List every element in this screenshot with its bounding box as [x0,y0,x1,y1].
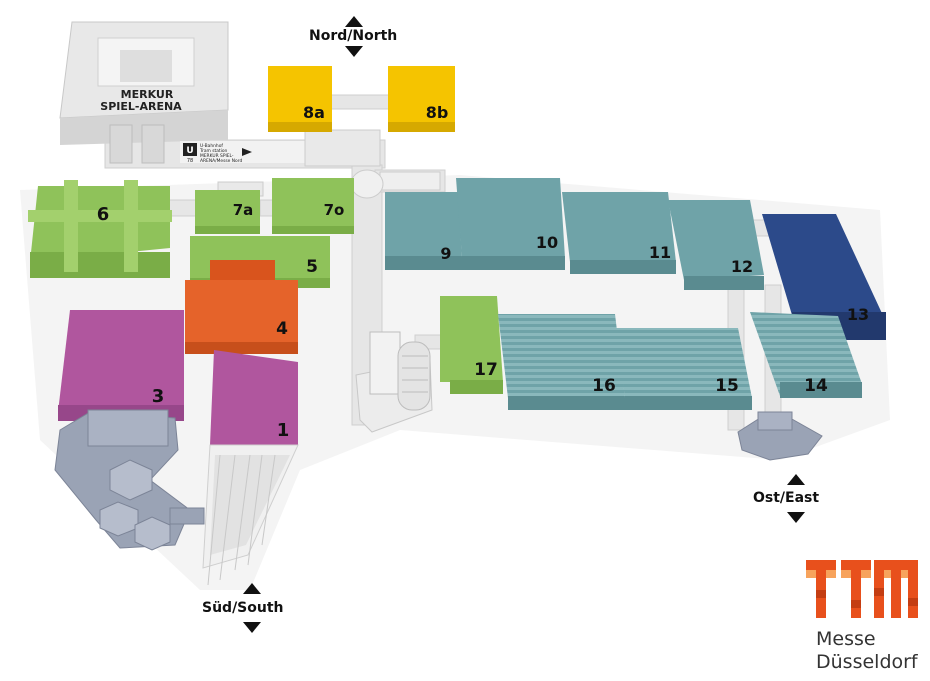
north-arrow-down-icon [345,46,363,57]
svg-text:ARENA/Messe Nord: ARENA/Messe Nord [200,158,242,164]
south-arrow-down-icon [243,622,261,633]
hall-8b[interactable]: 8b [388,66,455,132]
arrow-right-icon [242,148,252,156]
congress-tower [355,331,433,433]
merkur-spiel-arena[interactable]: MERKUR SPIEL-ARENA [59,21,229,164]
svg-text:MERKUR SPIEL-: MERKUR SPIEL- [200,153,234,159]
hall-label-4: 4 [276,319,288,339]
south-label: Süd/South [202,600,284,616]
arena-name-line1: MERKUR [121,88,174,101]
east-label: Ost/East [753,490,820,506]
congress-center-south [54,409,205,551]
logo-line1: Messe [816,628,876,650]
north-label: Nord/North [309,28,398,44]
hall-15[interactable]: 15 [615,328,752,410]
hall-label-1: 1 [277,420,290,441]
hall-label-15: 15 [715,376,739,396]
tram-station-icon [183,143,197,156]
hall-8a[interactable]: 8a [268,66,332,132]
hall-label-11: 11 [649,243,671,262]
hall-label-7o: 7o [324,201,345,219]
hall-16[interactable]: 16 [498,314,625,410]
hall-label-6: 6 [97,204,110,225]
hall-label-10: 10 [536,233,558,252]
east-entrance [737,411,823,461]
svg-text:78: 78 [187,158,193,164]
hall-label-3: 3 [152,386,165,407]
hall-1[interactable]: 1 [202,350,299,586]
hall-label-13: 13 [847,305,869,324]
hall-label-16: 16 [592,376,616,396]
svg-text:Tram station: Tram station [199,148,228,154]
hall-label-8b: 8b [426,103,449,122]
logo-text: Messe Düsseldorf [816,628,918,674]
svg-text:U-Bahnhof: U-Bahnhof [200,143,223,149]
hall-7a[interactable]: 7a [195,190,260,234]
hall-label-9: 9 [440,244,451,263]
messe-duesseldorf-logo-icon [806,560,918,618]
tram-station-sign: U 78 U-Bahnhof Tram station MERKUR SPIEL… [180,141,305,164]
hall-10[interactable]: 10 [456,178,565,270]
hall-label-17: 17 [474,360,498,380]
hall-label-8a: 8a [303,103,325,122]
arena-name-line2: SPIEL-ARENA [100,100,182,113]
svg-text:U: U [186,146,193,156]
hall-label-5: 5 [306,257,318,277]
logo-line2: Düsseldorf [816,651,918,673]
hall-label-12: 12 [731,257,753,276]
north-arrow-up-icon [345,16,363,27]
east-arrow-down-icon [787,512,805,523]
hall-12[interactable]: 12 [668,200,764,290]
hall-6[interactable]: 6 [28,180,172,278]
hall-label-7a: 7a [233,201,254,219]
hall-3[interactable]: 3 [58,310,184,421]
junction-buildings [217,129,441,199]
hall-9[interactable]: 9 [385,192,462,270]
hall-17[interactable]: 17 [440,296,503,394]
south-arrow-up-icon [243,583,261,594]
east-arrow-up-icon [787,474,805,485]
hall-label-14: 14 [804,376,828,396]
hall-7o[interactable]: 7o [272,178,354,234]
hall-4[interactable]: 4 [185,260,298,354]
hall-14[interactable]: 14 [750,312,862,398]
hall-11[interactable]: 11 [562,192,676,274]
